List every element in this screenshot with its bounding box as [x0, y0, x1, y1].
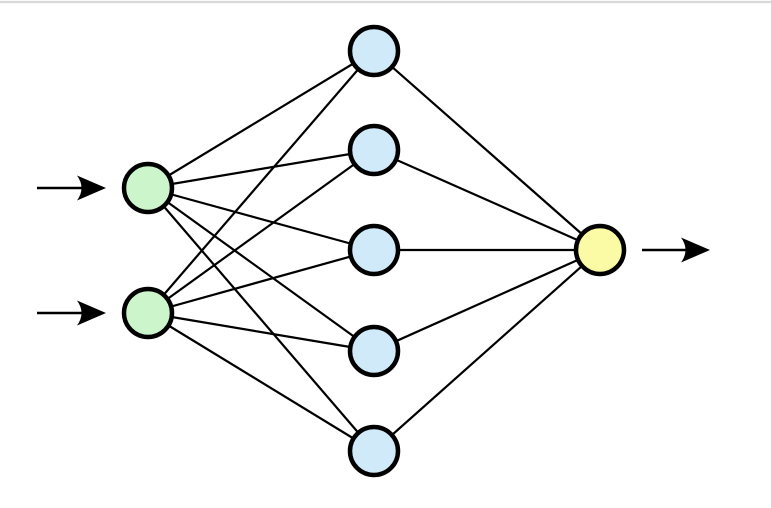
edge-line-hidden-to-output	[372, 248, 602, 353]
edge-line-hidden-to-output	[372, 49, 602, 252]
edge-line-input-to-hidden	[146, 186, 376, 252]
input-arrow-icon-head	[77, 300, 106, 326]
edge-line-input-to-hidden	[146, 186, 376, 353]
edge-line-input-to-hidden	[146, 49, 376, 315]
edge-line-input-to-hidden	[146, 311, 376, 353]
edge-line-input-to-hidden	[146, 49, 376, 190]
input-arrow-icon-head	[77, 175, 106, 201]
input-node	[121, 161, 175, 215]
hidden-node	[347, 424, 401, 478]
edge-line-input-to-hidden	[146, 186, 376, 453]
output-arrow-icon-head	[681, 237, 710, 263]
hidden-node	[347, 24, 401, 78]
edge-line-hidden-to-output	[372, 148, 602, 252]
edge-line-input-to-hidden	[146, 148, 376, 315]
edge-line-input-to-hidden	[146, 311, 376, 453]
hidden-node	[347, 123, 401, 177]
hidden-node	[347, 324, 401, 378]
output-node	[573, 223, 627, 277]
input-node	[121, 286, 175, 340]
edge-line-input-to-hidden	[146, 148, 376, 190]
hidden-node	[347, 223, 401, 277]
edge-line-hidden-to-output	[372, 248, 602, 453]
edge-line-input-to-hidden	[146, 248, 376, 315]
